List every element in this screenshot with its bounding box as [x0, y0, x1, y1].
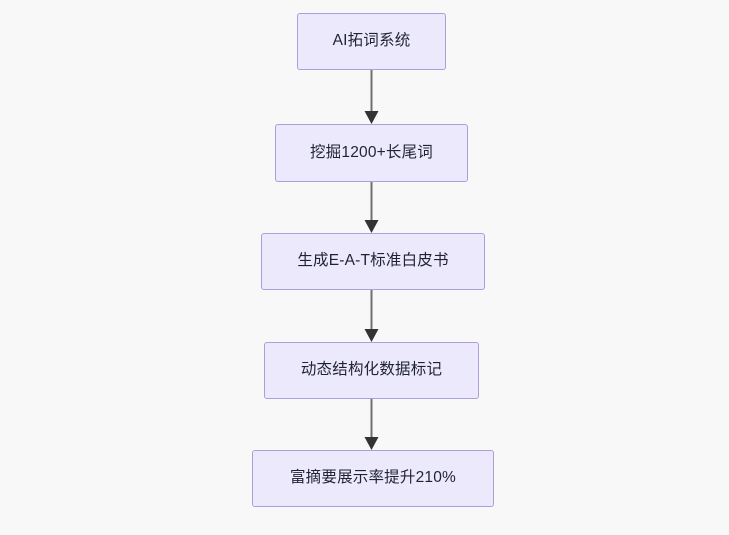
flow-node-rich-snippet-impression-uplift[interactable]: 富摘要展示率提升210% [252, 450, 494, 507]
arrowhead-icon-n1-n2 [364, 111, 379, 124]
flow-node-label: 动态结构化数据标记 [300, 361, 443, 379]
edge-n3-n4 [364, 290, 379, 342]
edge-n2-n3 [364, 182, 379, 233]
flow-node-label: AI拓词系统 [332, 32, 411, 50]
flow-node-mine-longtail-keywords[interactable]: 挖掘1200+长尾词 [275, 124, 468, 182]
flow-node-generate-eat-whitepaper[interactable]: 生成E-A-T标准白皮书 [261, 233, 485, 290]
arrowhead-icon-n2-n3 [364, 220, 379, 233]
flow-node-label: 挖掘1200+长尾词 [309, 143, 434, 161]
edge-n4-n5 [364, 399, 379, 450]
arrowhead-icon-n3-n4 [364, 329, 379, 342]
flow-node-ai-keyword-system[interactable]: AI拓词系统 [297, 13, 446, 70]
arrowhead-icon-n4-n5 [364, 437, 379, 450]
flow-node-dynamic-structured-data-markup[interactable]: 动态结构化数据标记 [264, 342, 479, 399]
flow-node-label: 生成E-A-T标准白皮书 [297, 252, 449, 270]
edge-n1-n2 [364, 70, 379, 124]
flow-node-label: 富摘要展示率提升210% [289, 469, 457, 487]
